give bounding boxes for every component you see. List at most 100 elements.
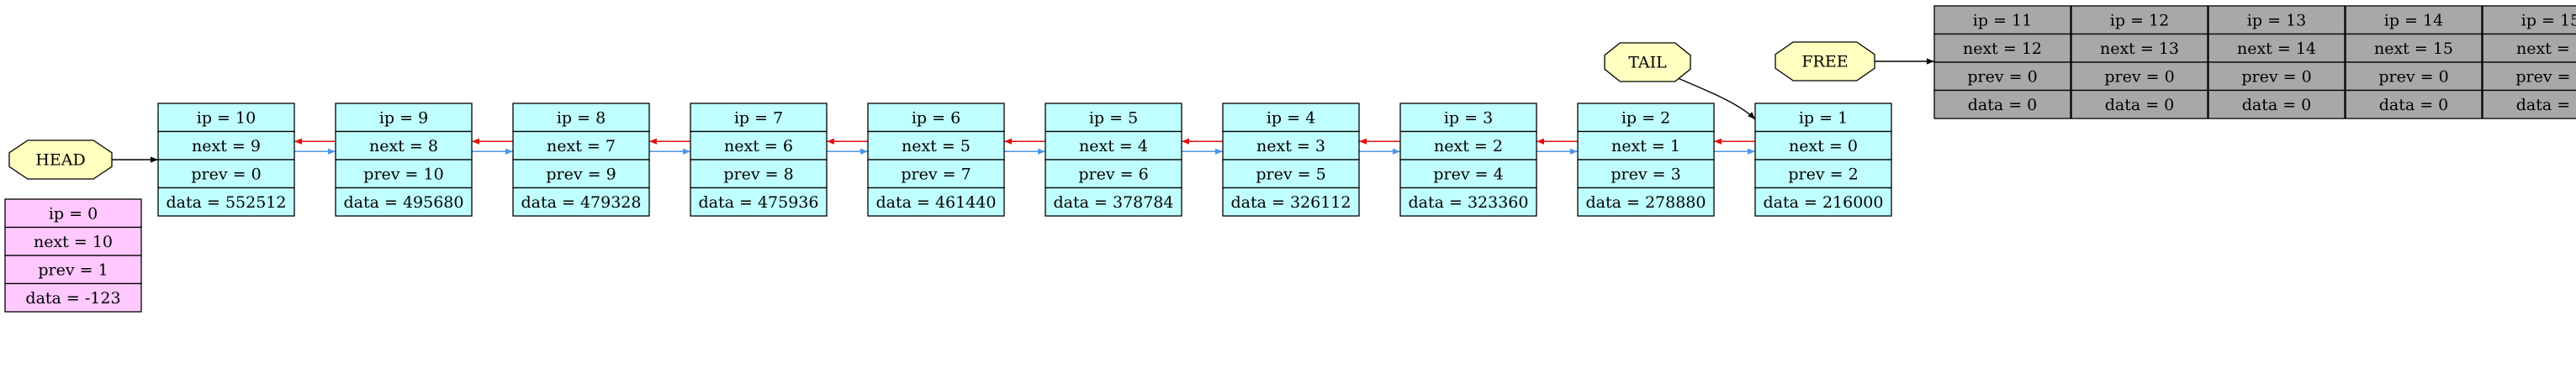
node-cell (2482, 33, 2576, 63)
node-cell (690, 103, 828, 133)
node-cell (1754, 159, 1892, 189)
node-cell (1577, 103, 1715, 133)
node-cell (1222, 159, 1360, 189)
node-cell (1399, 159, 1537, 189)
node-record-7: ip = 7 next = 6 prev = 8 data = 475936 (690, 103, 828, 217)
node-field-text: prev = 0 (2515, 67, 2576, 86)
node-field-text: data = 0 (2379, 96, 2449, 114)
tail-label-shape (1604, 42, 1691, 82)
free-label-text: FREE (1801, 53, 1848, 71)
node-field-text: prev = 0 (191, 165, 261, 183)
node-field-text: ip = 6 (912, 108, 960, 127)
node-cell (2208, 61, 2346, 92)
node-field-text: ip = 0 (49, 204, 98, 223)
node-field-text: ip = 7 (734, 108, 783, 127)
node-field-text: ip = 13 (2247, 11, 2306, 29)
node-field-text: ip = 12 (2110, 11, 2169, 29)
tail-arrow (1677, 77, 1756, 120)
node-field-text: data = 278880 (1586, 193, 1706, 212)
node-cell (1933, 89, 2071, 119)
node-field-text: next = 13 (2100, 39, 2179, 58)
node-cell (1222, 130, 1360, 161)
node-field-text: next = 7 (547, 137, 616, 155)
node-field-text: next = 6 (724, 137, 793, 155)
node-cell (1045, 187, 1182, 217)
node-cell (335, 187, 473, 217)
node-field-text: prev = 6 (1078, 165, 1148, 183)
node-field-text: next = 15 (2374, 39, 2453, 58)
node-cell (1577, 159, 1715, 189)
node-cell (867, 130, 1005, 161)
node-field-text: prev = 5 (1256, 165, 1325, 183)
node-cell (867, 187, 1005, 217)
node-field-text: ip = 8 (557, 108, 606, 127)
node-cell (1577, 130, 1715, 161)
node-field-text: next = 4 (1079, 137, 1148, 155)
node-field-text: ip = 3 (1444, 108, 1493, 127)
node-cell (1045, 103, 1182, 133)
node-field-text: prev = 3 (1611, 165, 1680, 183)
node-cell (1399, 103, 1537, 133)
node-cell (157, 187, 295, 217)
node-cell (1754, 187, 1892, 217)
node-cell (1399, 187, 1537, 217)
node-field-text: data = 475936 (699, 193, 819, 212)
node-cell (2071, 5, 2208, 35)
node-cell (2071, 33, 2208, 63)
node-field-text: data = 0 (2242, 96, 2312, 114)
node-cell (1577, 187, 1715, 217)
node-field-text: data = 326112 (1231, 193, 1351, 212)
node-cell (2208, 5, 2346, 35)
node-field-text: next = 2 (1434, 137, 1503, 155)
node-cell (4, 198, 142, 229)
node-record-12: ip = 12 next = 13 prev = 0 data = 0 (2071, 5, 2208, 119)
node-cell (2482, 89, 2576, 119)
node-cell (1754, 130, 1892, 161)
node-field-text: data = 0 (2105, 96, 2175, 114)
node-field-text: ip = 11 (1973, 11, 2032, 29)
node-record-14: ip = 14 next = 15 prev = 0 data = 0 (2345, 5, 2483, 119)
head-label: HEAD (8, 139, 113, 180)
node-cell (2208, 33, 2346, 63)
node-cell (157, 130, 295, 161)
node-field-text: prev = 0 (2378, 67, 2448, 86)
node-cell (867, 159, 1005, 189)
node-field-text: prev = 8 (723, 165, 793, 183)
node-cell (1222, 103, 1360, 133)
node-cell (2345, 89, 2483, 119)
head-label-text: HEAD (35, 151, 85, 170)
node-field-text: data = 461440 (876, 193, 997, 212)
node-field-text: prev = 2 (1788, 165, 1858, 183)
node-field-text: data = 378784 (1054, 193, 1174, 212)
free-label-shape (1775, 41, 1875, 82)
node-cell (512, 103, 650, 133)
node-field-text: data = 495680 (344, 193, 464, 212)
node-cell (512, 159, 650, 189)
free-label: FREE (1775, 41, 1875, 82)
node-cell (512, 130, 650, 161)
node-field-text: prev = 4 (1433, 165, 1503, 183)
node-field-text: prev = 0 (2241, 67, 2311, 86)
node-field-text: next = 5 (902, 137, 971, 155)
node-field-text: prev = 0 (2104, 67, 2174, 86)
node-cell (2345, 61, 2483, 92)
node-cell (2071, 89, 2208, 119)
node-field-text: ip = 15 (2521, 11, 2576, 29)
node-cell (1399, 130, 1537, 161)
node-field-text: next = 9 (192, 137, 261, 155)
node-field-text: prev = 0 (1967, 67, 2037, 86)
node-field-text: next = 0 (1789, 137, 1858, 155)
node-field-text: ip = 9 (379, 108, 428, 127)
node-field-text: next = 0 (2516, 39, 2576, 58)
node-field-text: ip = 14 (2384, 11, 2443, 29)
node-cell (2345, 5, 2483, 35)
node-field-text: data = 479328 (521, 193, 642, 212)
